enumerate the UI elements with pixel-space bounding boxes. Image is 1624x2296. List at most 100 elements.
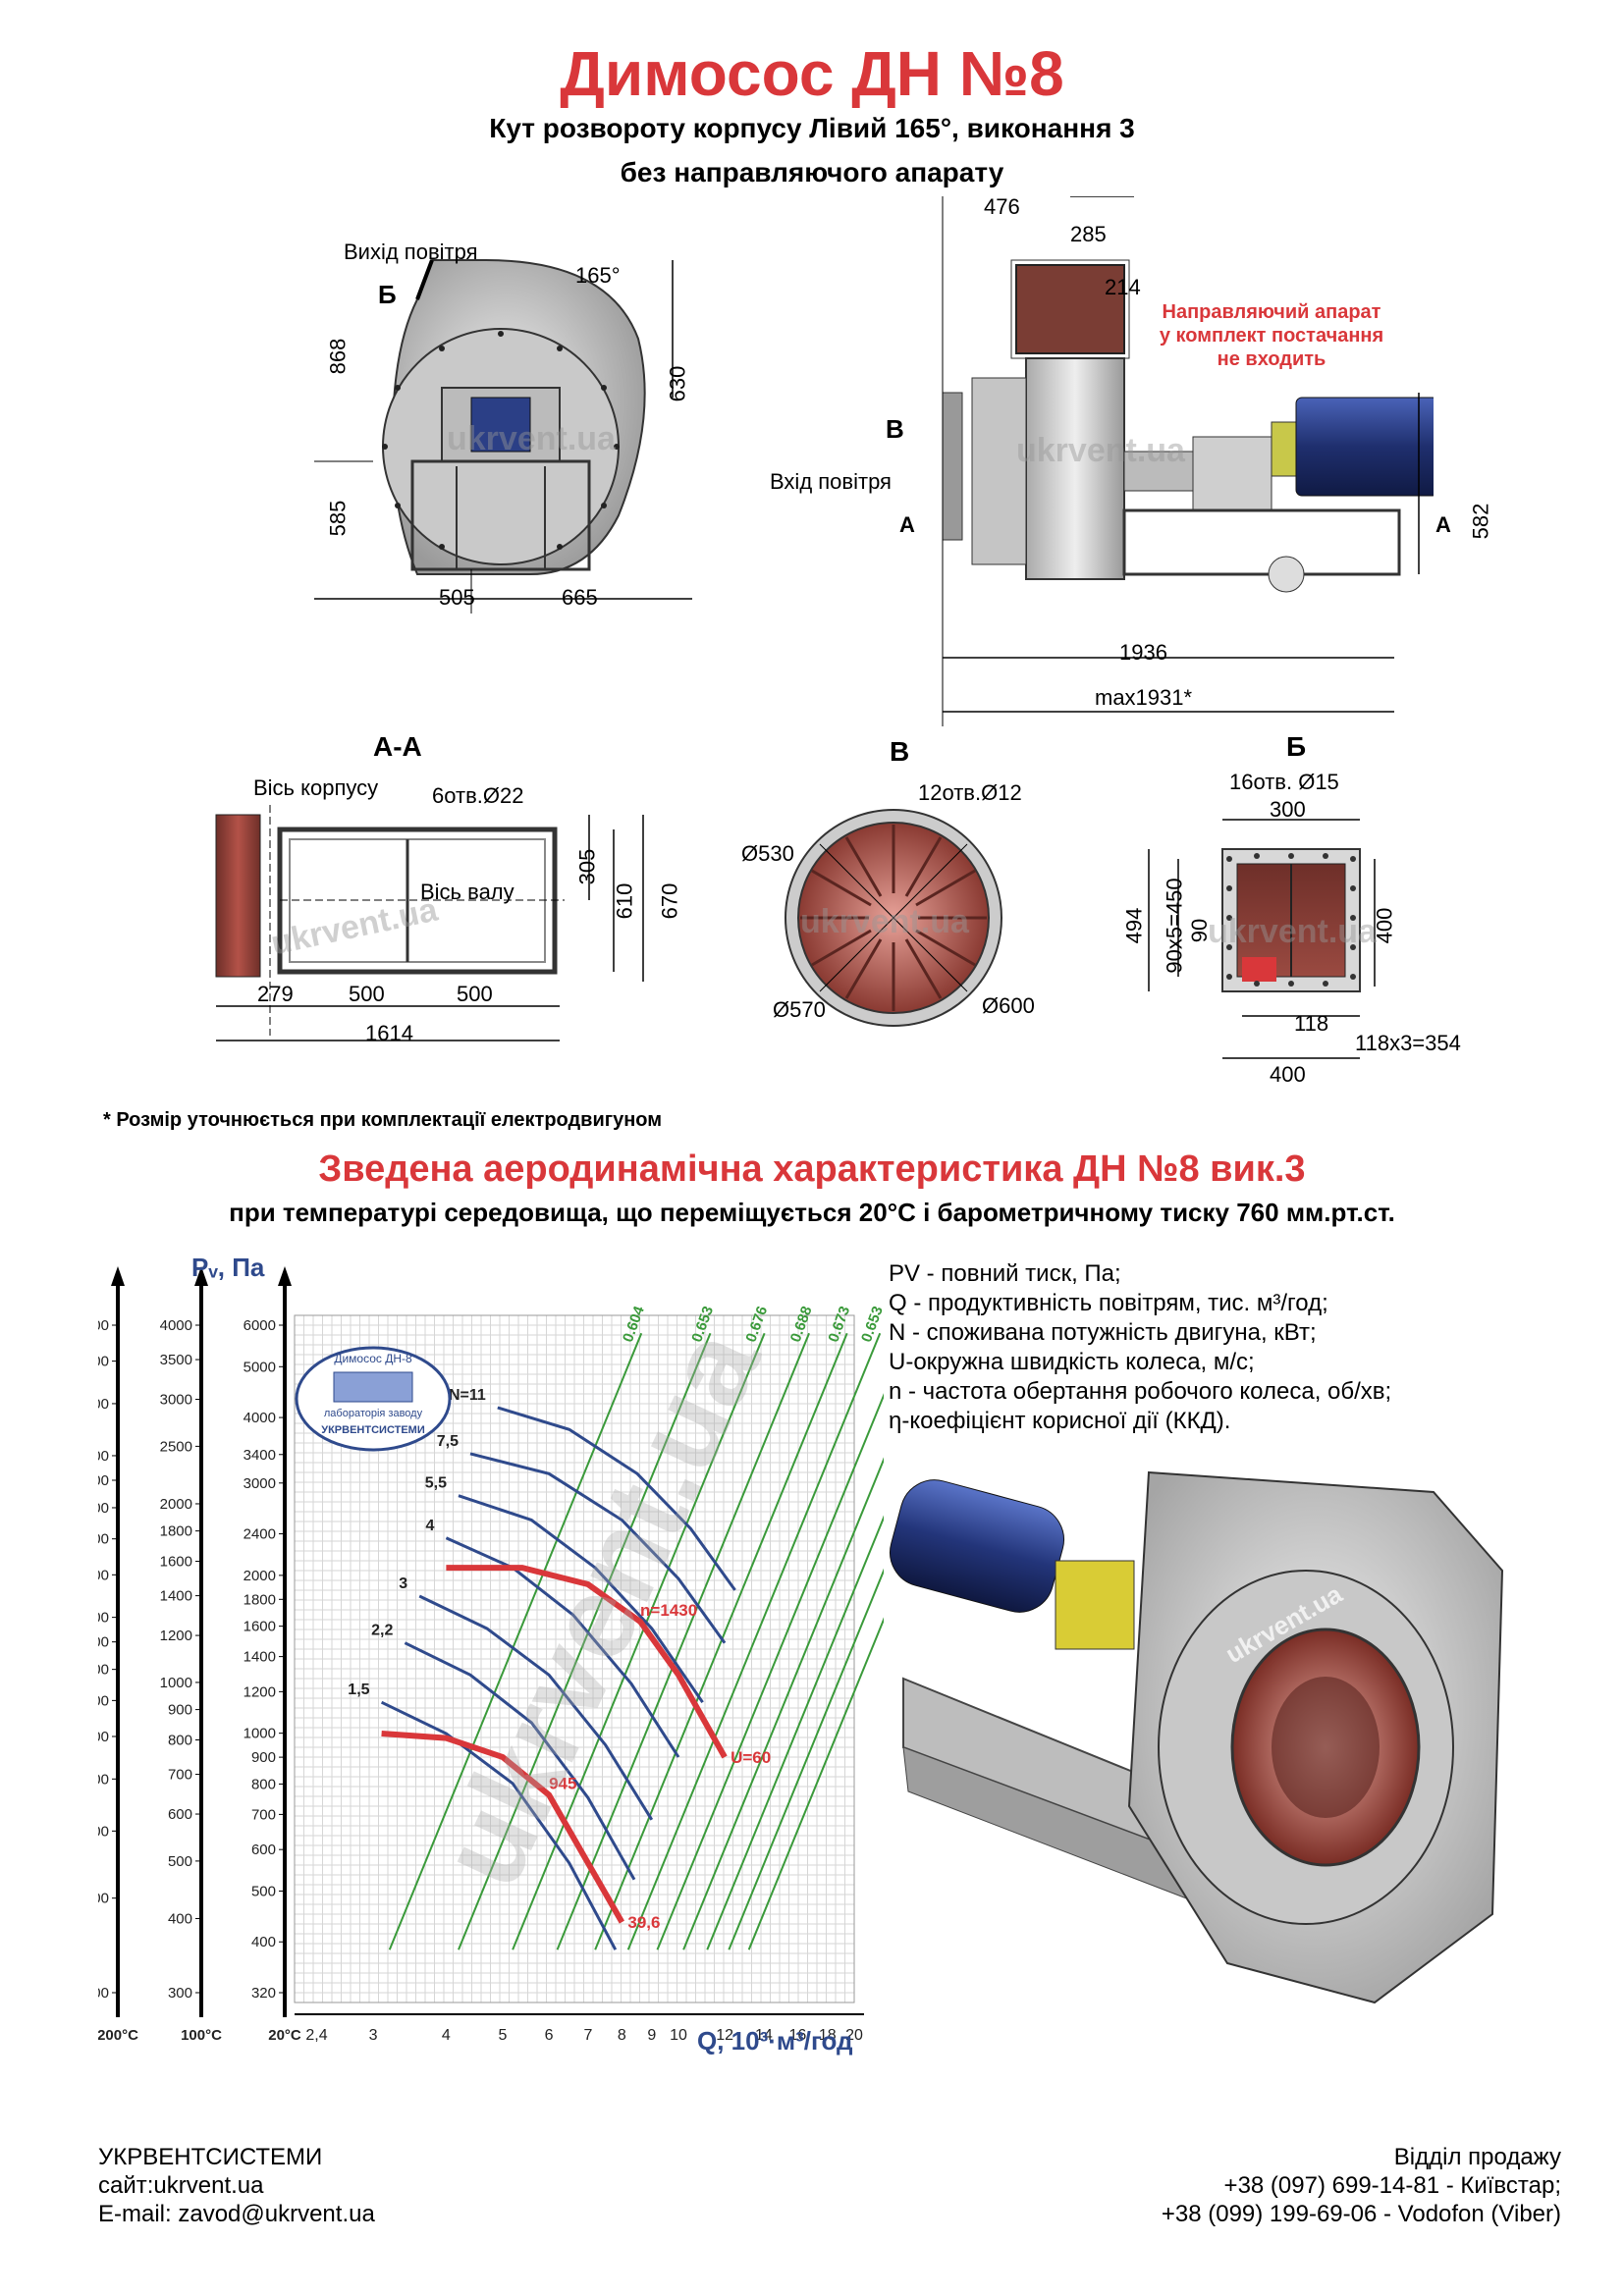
- efficiency-line: [682, 1457, 884, 1950]
- dim-494: 494: [1121, 907, 1147, 944]
- outlet-label: Вихід повітря: [344, 240, 478, 264]
- y-tick-label: 1200: [160, 1628, 192, 1644]
- x-tick-label: 2,4: [305, 2027, 327, 2044]
- speed-curve-label: n=1430: [640, 1601, 697, 1620]
- inlet-mark-v: В: [886, 414, 904, 444]
- y-tick-label: 400: [168, 1910, 192, 1927]
- fan-3d-illustration: ukrvent.ua: [890, 1470, 1504, 2004]
- motor-3d: [890, 1479, 1064, 1613]
- power-curve-label: 2,2: [371, 1623, 393, 1639]
- dim-118: 118: [1294, 1011, 1329, 1036]
- power-curve: [404, 1641, 636, 1881]
- power-curve-label: 3: [399, 1575, 407, 1592]
- dim-90x5: 90х5=450: [1162, 878, 1187, 974]
- legend-item: PV - повний тиск, Па;: [889, 1260, 1121, 1287]
- y-tick-label: 1000: [98, 1610, 109, 1627]
- dia-530: Ø530: [741, 841, 794, 866]
- y-axis-label: Pᵥ, Па: [191, 1253, 265, 1282]
- dim-868: 868: [325, 338, 351, 375]
- motor: [1295, 397, 1434, 497]
- flange-block: [215, 814, 261, 978]
- y-tick-label: 3500: [160, 1352, 192, 1368]
- dim-505: 505: [439, 585, 475, 610]
- page-title: Димосос ДН №8: [560, 38, 1064, 109]
- y-tick-label: 1200: [98, 1567, 109, 1583]
- angle-label: 165°: [575, 263, 621, 288]
- dim-665: 665: [562, 585, 598, 610]
- efficiency-line: [512, 1332, 766, 1950]
- y-tick-label: 800: [98, 1662, 109, 1679]
- chart-legend: PV - повний тиск, Па; Q - продуктивність…: [889, 1259, 1391, 1436]
- y-tick-label: 6000: [244, 1317, 276, 1334]
- phone-vodafone[interactable]: +38 (099) 199-69-06 - Vodofon (Viber): [1161, 2201, 1561, 2227]
- motor-end: [470, 397, 531, 453]
- speed-curve: [446, 1565, 728, 1759]
- company-email[interactable]: E-mail: zavod@ukrvent.ua: [98, 2201, 375, 2227]
- dim-610: 610: [612, 882, 637, 920]
- efficiency-label: 0.604: [620, 1304, 648, 1345]
- efficiency-line: [656, 1393, 884, 1950]
- section-bb-drawing: [1148, 819, 1376, 1059]
- front-view-drawing: [942, 196, 1434, 726]
- section-b-title: В: [890, 736, 910, 767]
- holes-b: 12отв.Ø12: [918, 780, 1022, 805]
- speed-curve: [381, 1731, 625, 1924]
- efficiency-label: 0.653: [858, 1304, 884, 1344]
- dim-279: 279: [257, 982, 294, 1006]
- dim-500-b: 500: [457, 982, 493, 1006]
- power-curve-label: 4: [425, 1518, 434, 1534]
- fan-body: [1025, 357, 1125, 580]
- temp-label: 200°С: [98, 2027, 138, 2044]
- dim-1936: 1936: [1119, 640, 1167, 665]
- phone-kyivstar[interactable]: +38 (097) 699-14-81 - Київстар;: [1223, 2172, 1561, 2199]
- company-site[interactable]: сайт:ukrvent.ua: [98, 2172, 264, 2199]
- y-tick-label: 2000: [98, 1448, 109, 1465]
- y-tick-label: 900: [251, 1749, 276, 1766]
- legend-item: U-окружна швидкість колеса, м/с;: [889, 1349, 1255, 1375]
- x-tick-label: 9: [647, 2027, 656, 2044]
- power-curve-label: N=11: [449, 1387, 486, 1404]
- y-tick-label: 4000: [160, 1317, 192, 1334]
- speed-curve-label: 945: [549, 1774, 576, 1792]
- legend-item: Q - продуктивність повітрям, тис. м³/год…: [889, 1290, 1328, 1316]
- axis-shaft-label: Вісь валу: [420, 880, 514, 904]
- y-tick-label: 1400: [244, 1649, 276, 1666]
- y-tick-label: 1000: [160, 1675, 192, 1691]
- dim-1614: 1614: [365, 1021, 413, 1045]
- watermark-1: ukrvent.ua: [447, 420, 616, 457]
- chart-curves: [380, 1332, 884, 1950]
- page-subtitle-2: без направляючого апарату: [620, 157, 1004, 187]
- dia-600: Ø600: [982, 993, 1035, 1018]
- efficiency-line: [556, 1332, 810, 1950]
- dim-582: 582: [1468, 503, 1493, 540]
- chart-section-subtitle: при температурі середовища, що переміщує…: [229, 1198, 1395, 1227]
- x-tick-label: 5: [499, 2027, 508, 2044]
- y-tick-label: 1200: [244, 1683, 276, 1700]
- y-tick-label: 5000: [244, 1359, 276, 1375]
- guide-vane-note-3: не входить: [1217, 348, 1326, 370]
- power-curve: [497, 1406, 736, 1591]
- y-tick-label: 1000: [244, 1726, 276, 1742]
- efficiency-label: 0.673: [825, 1304, 853, 1344]
- power-curve-label: 1,5: [348, 1682, 369, 1698]
- dim-585: 585: [325, 500, 351, 537]
- power-curve: [380, 1700, 618, 1950]
- x-tick-label: 20: [845, 2027, 863, 2044]
- watermark-5: ukrvent.ua: [1208, 913, 1377, 950]
- outlet-flange: [1015, 264, 1125, 354]
- chart-axes: 3500300025002000180016001400120010009008…: [98, 1266, 864, 2044]
- chart-grid: [294, 1314, 855, 2003]
- plot-border: [294, 1314, 855, 2003]
- y-tick-label: 200: [98, 1985, 109, 2002]
- side-view-drawing: [314, 259, 692, 614]
- dim-630: 630: [665, 365, 690, 402]
- temp-label: 100°С: [181, 2027, 222, 2044]
- y-tick-label: 400: [251, 1934, 276, 1950]
- frame: [410, 459, 591, 571]
- y-tick-label: 500: [168, 1853, 192, 1870]
- page-subtitle-1: Кут розвороту корпусу Лівий 165°, викона…: [489, 113, 1135, 143]
- x-tick-label: 6: [545, 2027, 554, 2044]
- section-aa-drawing: [215, 805, 644, 1041]
- dim-285: 285: [1070, 222, 1107, 246]
- legend-item: η-коефіцієнт корисної дії (ККД).: [889, 1408, 1231, 1434]
